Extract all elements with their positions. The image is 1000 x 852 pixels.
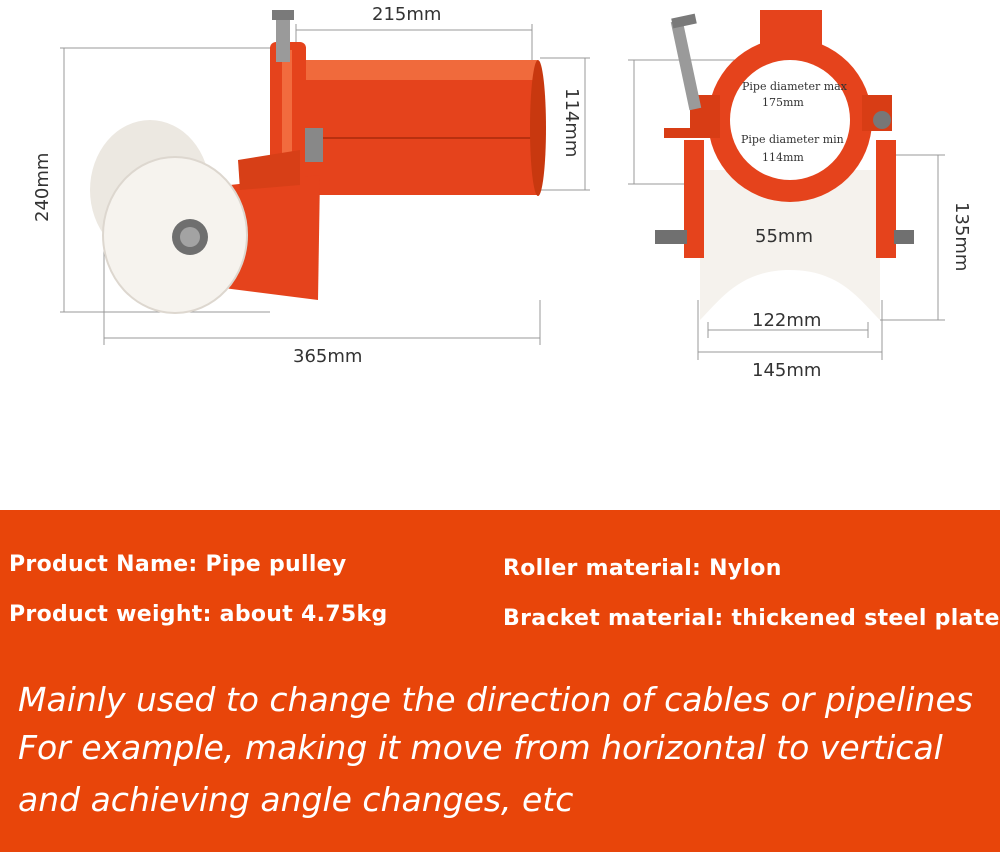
dim-roller-outer: 145mm xyxy=(752,360,822,381)
description-line-3: and achieving angle changes, etc xyxy=(18,780,574,819)
dim-total-length: 365mm xyxy=(293,346,363,367)
dim-tube-diameter: 114mm xyxy=(561,88,582,158)
bracket-material: Bracket material: thickened steel plate xyxy=(503,606,1000,631)
product-drawing xyxy=(60,10,945,360)
dim-roller-groove: 55mm xyxy=(755,226,813,247)
product-name: Product Name: Pipe pulley xyxy=(9,552,347,577)
pipe-max-label: Pipe diameter max xyxy=(742,80,847,93)
roller-material: Roller material: Nylon xyxy=(503,556,782,581)
description-line-1: Mainly used to change the direction of c… xyxy=(18,680,973,719)
pipe-max-value: 175mm xyxy=(762,96,804,109)
front-view xyxy=(628,10,945,360)
dim-roller-height: 135mm xyxy=(951,202,972,272)
dim-roller-inner: 122mm xyxy=(752,310,822,331)
side-view xyxy=(60,10,590,345)
info-panel: Product Name: Pipe pulley Product weight… xyxy=(0,510,1000,852)
product-weight: Product weight: about 4.75kg xyxy=(9,602,388,627)
pipe-min-value: 114mm xyxy=(762,151,804,164)
dim-length-top: 215mm xyxy=(372,4,442,25)
pipe-min-label: Pipe diameter min xyxy=(741,133,844,146)
dim-height-left: 240mm xyxy=(32,152,53,222)
description-line-2: For example, making it move from horizon… xyxy=(18,728,943,767)
